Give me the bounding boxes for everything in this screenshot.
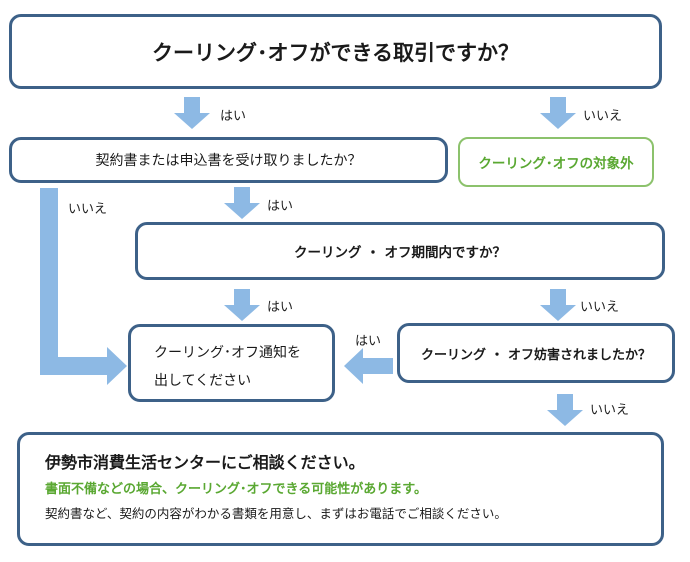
result-notice-line2: 出してください — [154, 373, 252, 389]
label-no-q2: いいえ — [68, 202, 108, 217]
consultation-note: 契約書など、契約の内容がわかる書類を用意し、まずはお電話でご相談ください。 — [45, 506, 507, 521]
question-box-transaction-type: クーリング･オフができる取引ですか？ — [9, 14, 662, 89]
arrow-q1-no — [540, 97, 576, 129]
arrow-q1-yes — [174, 97, 210, 129]
consultation-title: 伊勢市消費生活センターにご相談ください。 — [45, 453, 365, 472]
label-yes-q1: はい — [220, 109, 247, 124]
label-yes-q4: はい — [355, 334, 382, 349]
not-applicable-text: クーリング･オフの対象外 — [478, 156, 634, 172]
question-box-obstructed: クーリング ・ オフ妨害されましたか？ — [397, 323, 675, 383]
label-no-q4: いいえ — [590, 403, 630, 418]
label-no-q1: いいえ — [583, 109, 623, 124]
result-notice-line1: クーリング･オフ通知を — [154, 345, 301, 361]
question-box-received-document: 契約書または申込書を受け取りましたか？ — [9, 137, 448, 183]
arrow-q2-yes — [224, 187, 260, 219]
result-box-send-notice: クーリング･オフ通知を 出してください — [128, 324, 335, 402]
label-yes-q3: はい — [267, 300, 294, 315]
question-box-within-period: クーリング ・ オフ期間内ですか？ — [135, 222, 665, 280]
arrow-q2-no — [40, 188, 127, 385]
question-transaction-type: クーリング･オフができる取引ですか？ — [151, 40, 520, 65]
label-yes-q2: はい — [267, 199, 294, 214]
consultation-box: 伊勢市消費生活センターにご相談ください。 書面不備などの場合、クーリング･オフで… — [17, 432, 664, 546]
consultation-possibility: 書面不備などの場合、クーリング･オフできる可能性があります。 — [45, 482, 427, 497]
not-applicable-box: クーリング･オフの対象外 — [458, 137, 654, 187]
arrow-q3-yes — [224, 289, 260, 321]
question-obstructed: クーリング ・ オフ妨害されましたか？ — [420, 347, 652, 363]
question-within-period: クーリング ・ オフ期間内ですか？ — [294, 245, 506, 261]
label-no-q3: いいえ — [580, 300, 620, 315]
arrow-q3-no — [540, 289, 576, 321]
arrow-q4-yes — [344, 348, 393, 384]
arrow-q4-no — [547, 394, 583, 426]
question-received-document: 契約書または申込書を受け取りましたか？ — [95, 153, 362, 169]
